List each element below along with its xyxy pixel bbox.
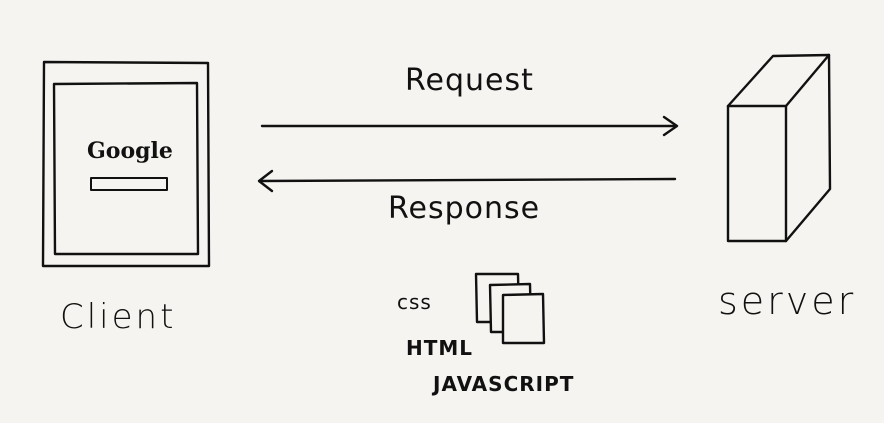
client-device-screen xyxy=(52,81,200,256)
server-top-face xyxy=(726,53,831,108)
file-stack-icon xyxy=(474,272,546,345)
file-page-3 xyxy=(501,292,546,345)
search-bar-icon xyxy=(90,177,168,191)
server-side-face xyxy=(784,53,832,243)
server-front-face xyxy=(726,104,788,243)
file-label-css: css xyxy=(397,290,432,314)
client-device-icon xyxy=(41,60,211,268)
client-label: Client xyxy=(60,297,177,337)
server-label: server xyxy=(718,279,857,323)
server-icon xyxy=(726,53,832,243)
client-device-outer-frame xyxy=(41,60,211,268)
file-label-javascript: JAVASCRIPT xyxy=(433,372,575,396)
screen-brand-label: Google xyxy=(87,138,173,164)
response-arrow xyxy=(257,169,677,193)
request-label: Request xyxy=(405,63,534,98)
file-label-html: HTML xyxy=(406,336,474,360)
response-label: Response xyxy=(388,191,541,226)
request-arrow xyxy=(260,115,679,137)
